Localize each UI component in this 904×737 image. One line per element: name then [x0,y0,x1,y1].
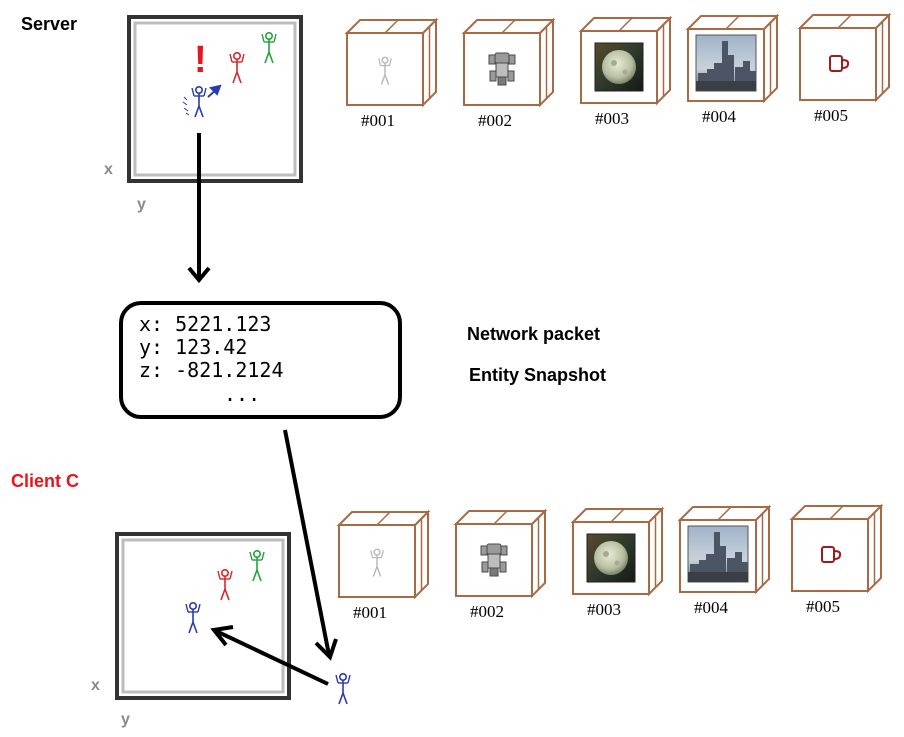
packet-line-z: z: -821.2124 [139,358,284,382]
movement-arrow-icon [207,84,222,98]
incoming-entity-icon [335,672,351,705]
network-packet-box [119,301,402,419]
city-skyline-icon [687,525,749,583]
server-x-axis-label: x [104,161,113,178]
client-asset-shelf: #001 #002 #003 #004 #005 [336,503,884,622]
asset-crate-4: #004 [677,504,772,617]
client-y-axis-label: y [121,711,130,728]
asset-crate-3: #003 [570,506,665,619]
asset-crate-4: #004 [685,13,780,126]
client-label: Client C [11,471,79,491]
city-skyline-icon [695,34,757,92]
packet-to-client-arrow [283,429,338,661]
asset-crate-1: #001 [336,509,431,622]
moon-icon [586,533,636,583]
asset-crate-2: #002 [461,17,556,130]
robot-icon [480,543,508,577]
asset-id-label: #002 [478,111,512,130]
client-world-box [115,532,291,700]
asset-id-label: #001 [353,603,387,622]
asset-id-label: #004 [702,107,737,126]
entity-snapshot-label: Entity Snapshot [469,365,606,385]
packet-line-x: x: 5221.123 [139,312,271,336]
asset-crate-1: #001 [344,17,439,130]
asset-id-label: #001 [361,111,395,130]
mug-icon [821,546,842,563]
entity-placement-arrow [210,625,329,686]
moon-icon [594,42,644,92]
packet-line-y: y: 123.42 [139,335,247,359]
asset-id-label: #002 [470,602,504,621]
client-x-axis-label: x [91,677,100,694]
asset-id-label: #003 [595,109,629,128]
network-packet-label: Network packet [467,324,600,344]
motion-lines-icon [182,96,190,116]
server-label: Server [21,14,77,34]
server-to-packet-arrow [187,133,211,284]
server-y-axis-label: y [137,196,146,213]
mug-icon [829,55,850,72]
asset-crate-5: #005 [797,12,892,125]
asset-id-label: #004 [694,598,729,617]
alert-mark: ! [194,39,207,81]
asset-crate-5: #005 [789,503,884,616]
packet-line-ellipsis: ... [224,382,260,406]
asset-crate-2: #002 [453,508,548,621]
asset-crate-3: #003 [578,15,673,128]
asset-id-label: #005 [814,106,848,125]
server-world-box [127,15,303,183]
server-asset-shelf: #001 #002 #003 #004 #005 [344,12,892,130]
asset-id-label: #003 [587,600,621,619]
asset-id-label: #005 [806,597,840,616]
robot-icon [488,52,516,86]
